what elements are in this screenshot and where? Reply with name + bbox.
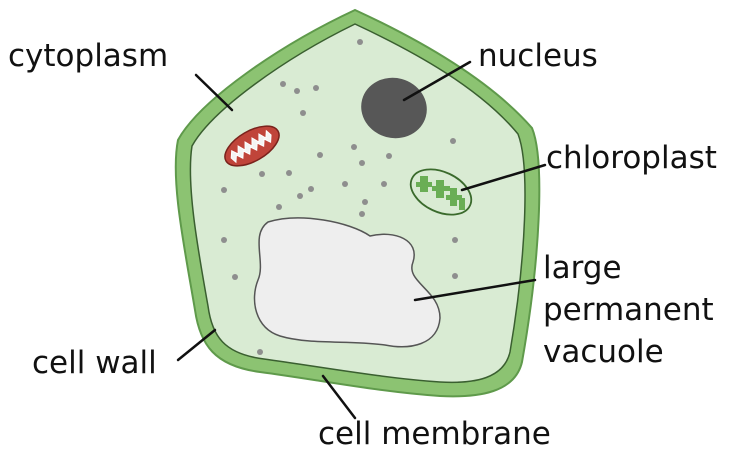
large-permanent-vacuole	[253, 217, 441, 348]
mitochondrion	[224, 125, 280, 167]
label-chloroplast: chloroplast	[546, 140, 717, 176]
label-cell-wall: cell wall	[32, 345, 157, 381]
label-vacuole-line1: large	[543, 250, 622, 286]
nucleus	[361, 77, 427, 139]
leader-lines	[176, 60, 547, 420]
cytoplasm-granules	[221, 39, 458, 355]
label-nucleus: nucleus	[478, 38, 598, 74]
label-vacuole-line2: permanent	[543, 292, 714, 328]
label-cytoplasm: cytoplasm	[8, 38, 169, 74]
chloroplast	[409, 168, 473, 216]
label-vacuole-line3: vacuole	[543, 334, 664, 370]
label-cell-membrane: cell membrane	[318, 416, 551, 452]
